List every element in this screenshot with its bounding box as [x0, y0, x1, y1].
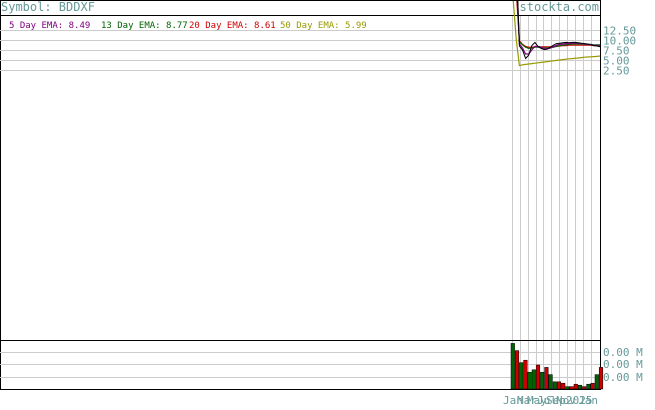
volume-bar: [514, 350, 520, 390]
price-axis-label: 2.50: [603, 65, 630, 78]
volume-bar: [577, 384, 583, 390]
volume-bar: [590, 382, 595, 390]
symbol-label: Symbol: BDDXF: [1, 0, 95, 14]
series-line-price: [517, 1, 600, 60]
x-axis-label: Mar: [517, 394, 537, 406]
volume-axis-label: 0.00 M: [603, 358, 643, 371]
legend-ema5: 5 Day EMA: 8.49: [9, 21, 90, 31]
site-link[interactable]: stockta.com: [520, 0, 599, 14]
volume-bar: [569, 386, 574, 390]
volume-axis-label: 0.00 M: [603, 346, 643, 359]
volume-bar: [561, 382, 566, 390]
volume-bar: [531, 369, 536, 390]
volume-bar: [552, 381, 557, 390]
volume-bar: [586, 383, 591, 390]
volume-bar: [544, 367, 549, 390]
legend-ema50: 50 Day EMA: 5.99: [280, 21, 367, 31]
volume-bar: [548, 374, 553, 390]
x-axis-label: Jul: [537, 394, 557, 406]
price-axis-label: 12.50: [603, 25, 636, 38]
series-line-ema50: [512, 1, 600, 67]
volume-bar: [573, 383, 578, 390]
price-axis-label: 10.00: [603, 35, 636, 48]
x-axis-label: Sep: [546, 394, 566, 406]
volume-bar: [582, 386, 587, 390]
volume-bar: [598, 367, 604, 390]
volume-bar: [556, 381, 562, 390]
volume-bar: [535, 364, 541, 390]
volume-bar: [565, 386, 570, 390]
volume-bar: [510, 343, 515, 390]
price-axis-label: 7.50: [603, 45, 630, 58]
volume-bar: [519, 362, 524, 390]
volume-bar: [523, 359, 528, 390]
site-label: stockta.com: [520, 0, 599, 14]
x-axis-label: Jan: [578, 394, 598, 406]
volume-bar: [594, 374, 599, 390]
volume-bar: [540, 371, 545, 390]
volume-bar: [527, 371, 532, 390]
x-axis-label: May: [527, 394, 547, 406]
chart-frame: [0, 0, 601, 390]
legend-ema13: 13 Day EMA: 8.77: [101, 21, 188, 31]
legend-ema20: 20 Day EMA: 8.61: [189, 21, 276, 31]
price-axis-label: 5.00: [603, 55, 630, 68]
x-axis-label: 2025: [566, 394, 593, 406]
ema-legend: 5 Day EMA: 8.49 13 Day EMA: 8.77 20 Day …: [9, 21, 367, 31]
x-axis-label: Jan: [503, 394, 523, 406]
volume-axis-label: 0.00 M: [603, 371, 643, 384]
x-axis-label: Nov: [556, 394, 576, 406]
